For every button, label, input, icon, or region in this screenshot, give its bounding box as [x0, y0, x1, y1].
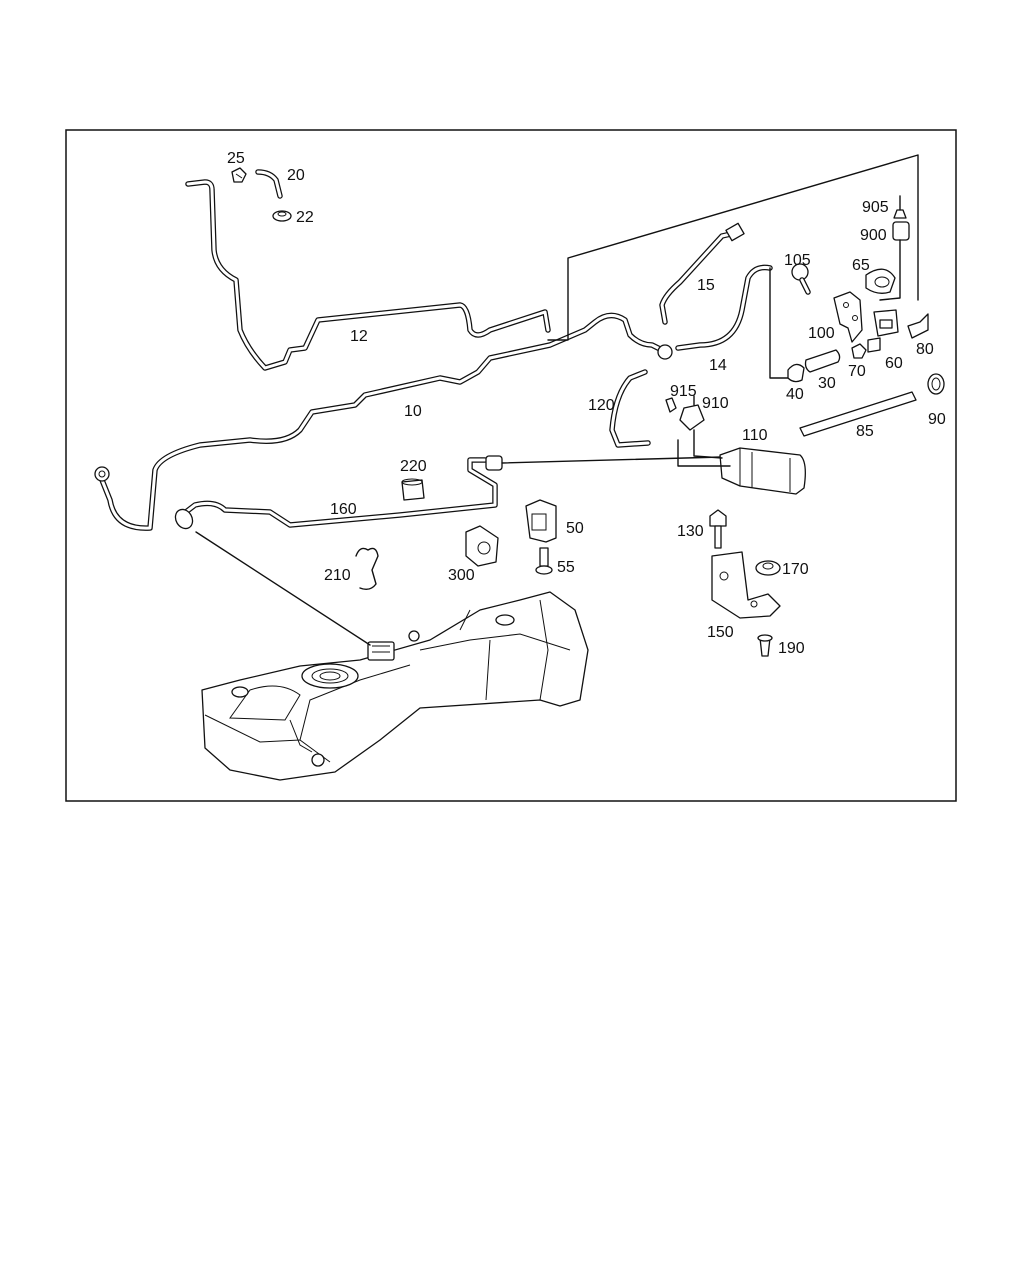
grommet-170 [755, 560, 781, 576]
fuel-line-14 [675, 264, 773, 351]
valve-910 [679, 395, 705, 431]
clip-300 [465, 525, 499, 567]
callout-60: 60 [885, 355, 903, 372]
leader-line-top [547, 154, 919, 341]
callout-10: 10 [404, 403, 422, 420]
callout-85: 85 [856, 423, 874, 440]
nut-22 [272, 210, 292, 222]
fuel-line-10 [94, 312, 673, 531]
callout-190: 190 [778, 640, 805, 657]
callout-15: 15 [697, 277, 715, 294]
callout-150: 150 [707, 624, 734, 641]
hose-20 [255, 169, 283, 199]
canister-110 [677, 429, 806, 495]
elbow-80 [907, 313, 929, 339]
callout-220: 220 [400, 458, 427, 475]
callout-905: 905 [862, 199, 889, 216]
clamp-25 [231, 167, 247, 183]
callout-50: 50 [566, 520, 584, 537]
callout-915: 915 [670, 383, 697, 400]
callout-90: 90 [928, 411, 946, 428]
fuel-line-15 [659, 222, 745, 325]
valve-900 [879, 221, 910, 301]
fuel-line-120 [609, 369, 651, 448]
valve-905 [893, 195, 907, 219]
screw-55 [535, 547, 553, 575]
callout-22: 22 [296, 209, 314, 226]
bracket-100 [833, 291, 863, 343]
hose-85 [799, 391, 917, 437]
bracket-150 [711, 551, 781, 619]
callout-30: 30 [818, 375, 836, 392]
hose-30 [804, 349, 841, 373]
callout-300: 300 [448, 567, 475, 584]
callout-120: 120 [588, 397, 615, 414]
callout-910: 910 [702, 395, 729, 412]
valve-915 [665, 397, 677, 413]
callout-55: 55 [557, 559, 575, 576]
fuel-line-12 [185, 179, 551, 371]
callout-65: 65 [852, 257, 870, 274]
diagram-border [65, 129, 957, 802]
callout-40: 40 [786, 386, 804, 403]
valve-60 [867, 309, 899, 353]
callout-70: 70 [848, 363, 866, 380]
clip-210 [355, 547, 379, 591]
grommet-220 [401, 478, 425, 501]
callout-12: 12 [350, 328, 368, 345]
callout-105: 105 [784, 252, 811, 269]
clip-50 [525, 499, 557, 543]
callout-160: 160 [330, 501, 357, 518]
nut-70 [851, 343, 867, 359]
callout-170: 170 [782, 561, 809, 578]
grommet-190 [757, 634, 773, 657]
callout-20: 20 [287, 167, 305, 184]
clamp-90 [927, 373, 945, 395]
clamp-40 [787, 363, 805, 383]
callout-100: 100 [808, 325, 835, 342]
callout-80: 80 [916, 341, 934, 358]
fuel-tank [201, 591, 589, 781]
callout-14: 14 [709, 357, 727, 374]
callout-110: 110 [742, 427, 768, 444]
callout-900: 900 [860, 227, 887, 244]
clamp-65 [865, 268, 896, 294]
bolt-130 [709, 509, 727, 549]
callout-210: 210 [324, 567, 351, 584]
callout-130: 130 [677, 523, 704, 540]
fuel-line-160 [174, 455, 503, 530]
bolt-105 [791, 263, 811, 295]
callout-25: 25 [227, 150, 245, 167]
